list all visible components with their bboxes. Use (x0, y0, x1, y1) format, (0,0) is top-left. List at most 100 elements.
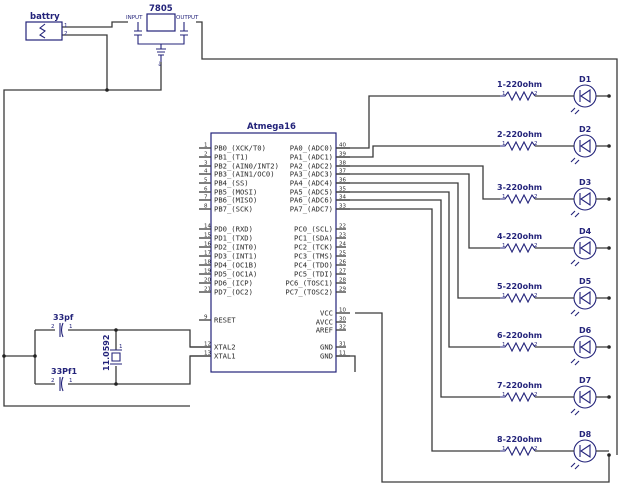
pin-name: PB4_(SS) (214, 179, 249, 188)
pin-number: 9 (204, 315, 208, 321)
mcu-pin-9: 9 RESET (199, 315, 236, 325)
pin-name: PB0_(XCK/T0) (214, 144, 266, 153)
capacitor-1-pin-1: 1 (69, 324, 73, 330)
pin-name: PA3_(ADC3) (290, 170, 333, 179)
capacitor-2: 33Pf1 2 1 (51, 367, 77, 392)
pin-name: PB6_(MISO) (214, 196, 257, 205)
wire-pa6 (336, 199, 500, 398)
pin-number: 4 (204, 169, 208, 175)
pin-name: XTAL1 (214, 352, 236, 361)
pin-name: PD7_(OC2) (214, 288, 253, 297)
resistor-pin-1: 1 (502, 293, 506, 299)
pin-name: GND (320, 343, 333, 352)
pin-number: 5 (204, 178, 208, 184)
mcu-right-pins: 40PA0_(ADC0)39PA1_(ADC1)38PA2_(ADC2)37PA… (285, 143, 356, 372)
pin-number: 12 (204, 342, 211, 348)
pin-number: 15 (204, 233, 211, 239)
pin-number: 11 (339, 351, 346, 357)
pin-name: PC5_(TDI) (294, 270, 333, 279)
pin-name: RESET (214, 316, 236, 325)
regulator-label: 7805 (149, 4, 173, 14)
wire-pa4 (336, 182, 500, 299)
led-label: D7 (579, 376, 591, 385)
led-label: D4 (579, 227, 592, 236)
led: D8 (570, 430, 609, 470)
led-label: D1 (579, 75, 592, 84)
pin-number: 28 (339, 278, 346, 284)
pin-name: PB5_(MOSI) (214, 188, 257, 197)
pin-number: 34 (339, 195, 346, 201)
resistor-label: 2-220ohm (497, 130, 542, 139)
wire-pa7 (336, 208, 500, 452)
resistor-pin-2: 2 (534, 243, 538, 249)
pin-name: GND (320, 352, 333, 361)
pin-number: 10 (339, 308, 346, 314)
pin-name: AREF (316, 326, 333, 335)
pin-name: PA2_(ADC2) (290, 162, 333, 171)
capacitor-1-pin-2: 2 (51, 324, 55, 330)
wire-regulator-ground (3, 62, 190, 407)
pin-number: 37 (339, 169, 346, 175)
pin-number: 6 (204, 187, 208, 193)
resistor-label: 1-220ohm (497, 80, 542, 89)
resistor-label: 3-220ohm (497, 183, 542, 192)
wire-pa2 (336, 165, 500, 200)
pin-number: 38 (339, 161, 346, 167)
pin-name: PC4_(TDO) (294, 261, 333, 270)
mcu-pin-28: 28 PC6_(TOSC1) (285, 278, 346, 288)
pin-name: PA7_(ADC7) (290, 205, 333, 214)
pin-name: PB2_(AIN0/INT2) (214, 162, 279, 171)
pin-name: PA1_(ADC1) (290, 153, 333, 162)
resistor-pin-2: 2 (534, 194, 538, 200)
crystal-label: 11.0592 (102, 335, 111, 371)
pin-name: PC0_(SCL) (294, 225, 333, 234)
pin-number: 19 (204, 269, 211, 275)
pin-name: PC6_(TOSC1) (285, 279, 333, 288)
mcu-pin-3: 3 PB2_(AIN0/INT2) (199, 161, 279, 171)
pin-number: 20 (204, 278, 211, 284)
resistor-pin-1: 1 (502, 91, 506, 97)
battery-pin-1: 1 (64, 23, 68, 29)
pin-number: 31 (339, 342, 346, 348)
pin-number: 29 (339, 287, 346, 293)
pin-number: 3 (204, 161, 208, 167)
mcu-pin-37: 37 PA3_(ADC3) (290, 169, 350, 179)
pin-number: 14 (204, 224, 211, 230)
pin-name: XTAL2 (214, 343, 236, 352)
pin-number: 17 (204, 251, 211, 257)
led-label: D6 (579, 326, 592, 335)
pin-name: PC1_(SDA) (294, 234, 333, 243)
resistor-label: 5-220ohm (497, 282, 542, 291)
wire-pa3 (336, 173, 500, 249)
resistor-label: 8-220ohm (497, 435, 542, 444)
led: D3 (570, 178, 609, 218)
resistor-pin-2: 2 (534, 446, 538, 452)
pin-number: 22 (339, 224, 346, 230)
pin-number: 39 (339, 152, 346, 158)
mcu-pin-31: 31 GND (320, 342, 346, 352)
